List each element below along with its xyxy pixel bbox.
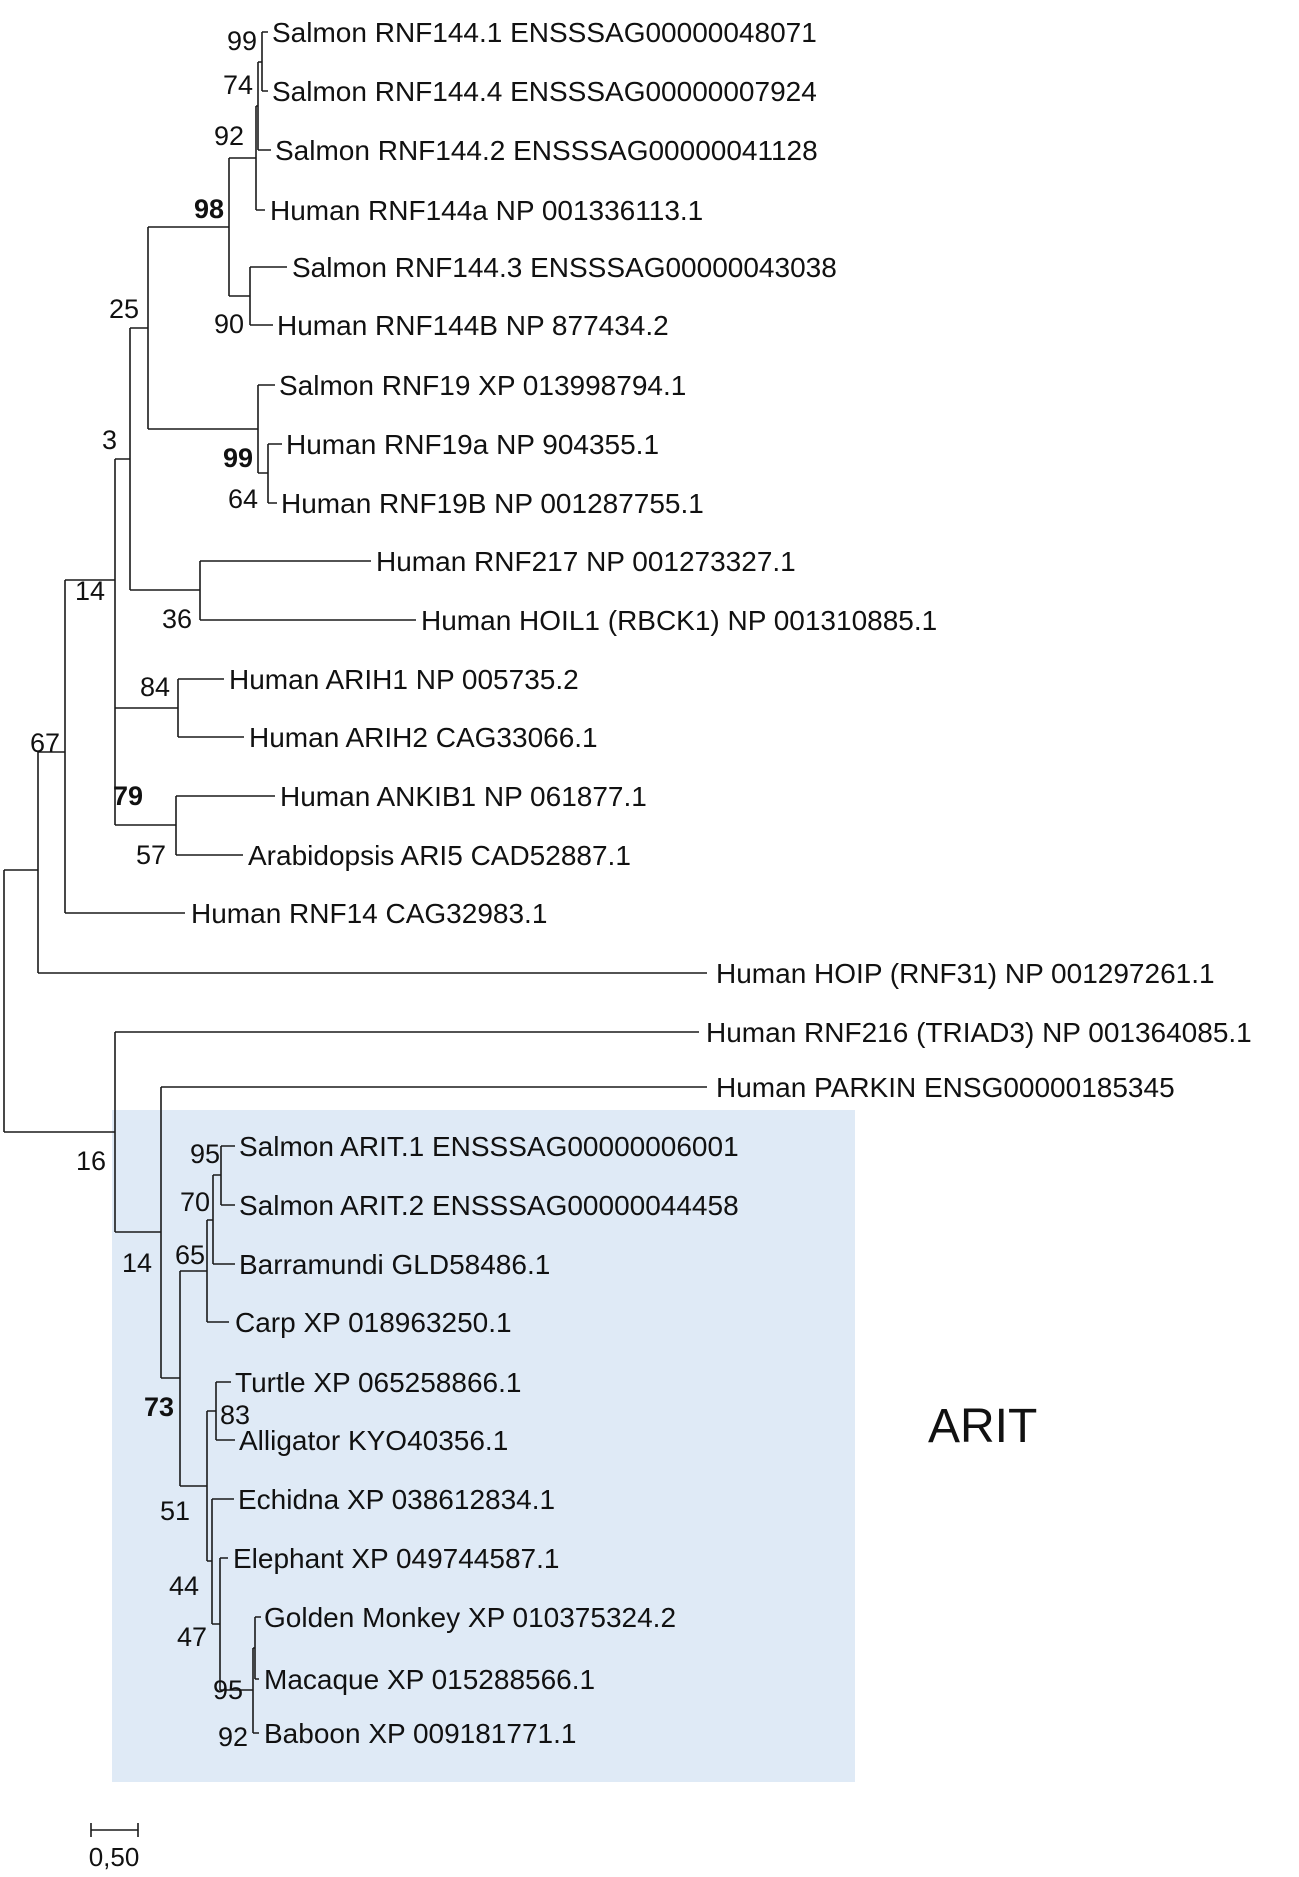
bootstrap-value: 51	[160, 1496, 190, 1526]
bootstrap-value: 83	[220, 1400, 250, 1430]
leaf-label: Arabidopsis ARI5 CAD52887.1	[248, 840, 631, 871]
bootstrap-value: 14	[75, 576, 105, 606]
leaf-label: Human RNF144a NP 001336113.1	[270, 195, 703, 226]
branch	[228, 157, 256, 297]
leaf-label: Salmon ARIT.2 ENSSSAG00000044458	[239, 1190, 739, 1221]
bootstrap-value: 3	[102, 425, 117, 455]
leaf-label: Human RNF217 NP 001273327.1	[376, 546, 796, 577]
leaf-label: Barramundi GLD58486.1	[239, 1249, 550, 1280]
clade-label: ARIT	[928, 1400, 1037, 1453]
bootstrap-value: 67	[30, 728, 60, 758]
bootstrap-value: 47	[177, 1622, 207, 1652]
leaf-label: Human ARIH2 CAG33066.1	[249, 722, 598, 753]
tree-branches	[3, 31, 707, 1734]
leaf-label: Salmon ARIT.1 ENSSSAG00000006001	[239, 1131, 739, 1162]
bootstrap-labels: 99 74 92 98 25 90 3 99 64 14 36 84 67 79…	[30, 26, 258, 1752]
leaf-label: Human HOIP (RNF31) NP 001297261.1	[716, 958, 1215, 989]
leaf-label: Salmon RNF144.4 ENSSSAG00000007924	[272, 76, 817, 107]
leaf-label: Human HOIL1 (RBCK1) NP 001310885.1	[421, 605, 937, 636]
bootstrap-value: 16	[76, 1146, 106, 1176]
scale-bar: 0,50	[89, 1823, 140, 1872]
leaf-label: Salmon RNF144.3 ENSSSAG00000043038	[292, 252, 837, 283]
leaf-label: Turtle XP 065258866.1	[235, 1367, 521, 1398]
bootstrap-value: 79	[113, 781, 143, 811]
bootstrap-value: 84	[140, 672, 170, 702]
bootstrap-value: 90	[214, 309, 244, 339]
leaf-label: Human ANKIB1 NP 061877.1	[280, 781, 647, 812]
leaf-label: Human RNF19a NP 904355.1	[286, 429, 659, 460]
bootstrap-value: 98	[194, 194, 224, 224]
leaf-label: Baboon XP 009181771.1	[264, 1718, 576, 1749]
branch	[267, 443, 282, 504]
leaf-label: Human RNF14 CAG32983.1	[191, 898, 547, 929]
leaf-label: Human ARIH1 NP 005735.2	[229, 664, 579, 695]
leaf-label: Carp XP 018963250.1	[235, 1307, 512, 1338]
bootstrap-value: 99	[223, 443, 253, 473]
branch	[261, 31, 268, 92]
arit-clade-highlight	[112, 1110, 855, 1782]
branch	[257, 384, 275, 474]
leaf-label: Human RNF216 (TRIAD3) NP 001364085.1	[706, 1017, 1252, 1048]
bootstrap-value: 36	[162, 604, 192, 634]
leaf-label: Salmon RNF19 XP 013998794.1	[279, 370, 686, 401]
leaf-label: Human PARKIN ENSG00000185345	[716, 1072, 1175, 1103]
bootstrap-value: 44	[169, 1571, 199, 1601]
bootstrap-value: 65	[175, 1240, 205, 1270]
bootstrap-value: 92	[214, 121, 244, 151]
leaf-labels: Salmon RNF144.1 ENSSSAG00000048071 Salmo…	[191, 17, 1252, 1749]
leaf-label: Elephant XP 049744587.1	[233, 1543, 559, 1574]
scale-bar-label: 0,50	[89, 1842, 140, 1872]
bootstrap-value: 74	[223, 70, 253, 100]
leaf-label: Golden Monkey XP 010375324.2	[264, 1602, 676, 1633]
branch	[37, 751, 707, 974]
branch	[257, 61, 271, 151]
bootstrap-value: 25	[109, 294, 139, 324]
branch	[129, 327, 200, 591]
bootstrap-value: 70	[180, 1187, 210, 1217]
leaf-label: Human RNF19B NP 001287755.1	[281, 488, 704, 519]
leaf-label: Human RNF144B NP 877434.2	[277, 310, 669, 341]
bootstrap-value: 57	[136, 840, 166, 870]
leaf-label: Echidna XP 038612834.1	[238, 1484, 555, 1515]
scale-bar-line	[90, 1823, 139, 1837]
bootstrap-value: 73	[144, 1392, 174, 1422]
bootstrap-value: 95	[190, 1139, 220, 1169]
bootstrap-value: 92	[218, 1722, 248, 1752]
bootstrap-value: 95	[213, 1675, 243, 1705]
branch	[114, 458, 130, 708]
leaf-label: Salmon RNF144.2 ENSSSAG00000041128	[275, 135, 818, 166]
bootstrap-value: 99	[227, 26, 257, 56]
leaf-label: Macaque XP 015288566.1	[264, 1664, 595, 1695]
bootstrap-value: 14	[122, 1248, 152, 1278]
leaf-label: Alligator KYO40356.1	[239, 1425, 508, 1456]
branch	[114, 707, 178, 826]
branch	[3, 869, 115, 1133]
branch	[64, 579, 185, 914]
leaf-label: Salmon RNF144.1 ENSSSAG00000048071	[272, 17, 817, 48]
bootstrap-value: 64	[228, 484, 258, 514]
